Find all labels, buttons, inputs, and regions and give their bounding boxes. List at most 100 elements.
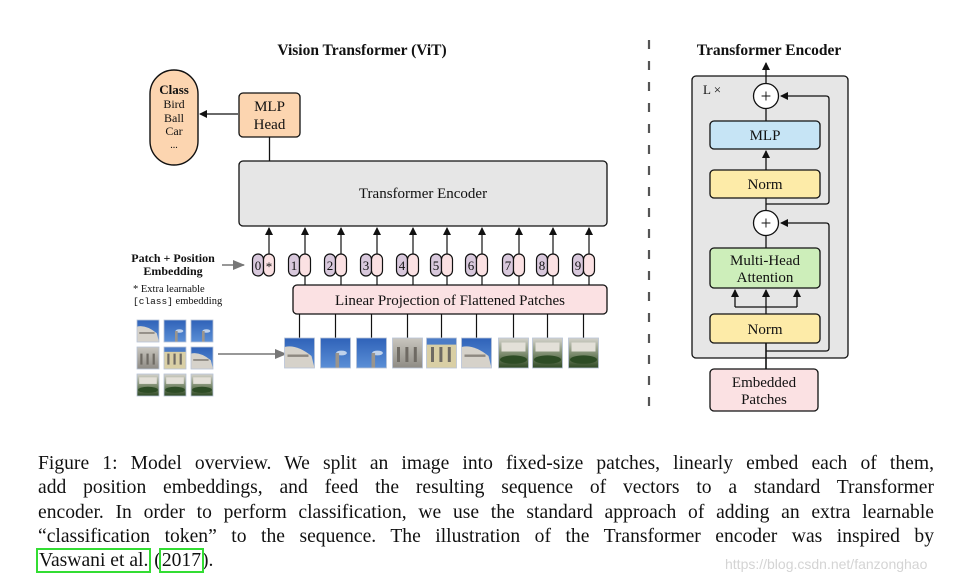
position-index: 6 <box>468 258 475 273</box>
cite-close: ). <box>202 550 214 572</box>
patch-token: 9 <box>571 227 596 285</box>
caption-line: “classification token” to the sequence. … <box>38 525 934 547</box>
patch-token: 1 <box>287 227 312 285</box>
class-output-box: Class Bird Ball Car ... <box>149 69 199 166</box>
image-patch <box>190 346 214 370</box>
patch-embedding <box>406 253 420 277</box>
repeat-label: L × <box>703 82 721 97</box>
class-item: Bird <box>163 97 184 111</box>
image-patch <box>136 346 160 370</box>
image-patch <box>136 373 160 397</box>
class-item: Car <box>165 124 182 138</box>
position-index: 7 <box>505 258 512 273</box>
mlp-head-label: MLP <box>254 99 285 115</box>
norm-block-bottom: Norm <box>709 313 821 344</box>
position-index: 5 <box>433 258 440 273</box>
patch-embedding <box>582 253 596 277</box>
image-patch <box>190 319 214 343</box>
class-heading: Class <box>159 82 189 97</box>
class-item: ... <box>170 140 178 151</box>
norm-label: Norm <box>748 177 783 193</box>
image-patch <box>498 337 529 369</box>
embedding-word: embedding <box>173 296 223 307</box>
citation-author-link[interactable]: Vaswani et al. <box>35 548 152 574</box>
mlp-label: MLP <box>750 128 781 144</box>
multi-head-attention-block: Multi-Head Attention <box>709 247 821 289</box>
class-code: [class] <box>133 296 173 307</box>
vit-title: Vision Transformer (ViT) <box>277 42 446 59</box>
position-index: 9 <box>575 258 582 273</box>
image-patch <box>356 337 387 369</box>
cite-open: ( <box>149 550 161 572</box>
patch-token: 3 <box>359 227 384 285</box>
figure-caption: Figure 1: Model overview. We split an im… <box>35 452 934 574</box>
patch-embedding <box>298 253 312 277</box>
class-token: 0* <box>251 227 276 277</box>
watermark: https://blog.csdn.net/fanzonghao <box>725 556 928 572</box>
embedded-patches-label: Patches <box>741 392 787 408</box>
patch-token: 7 <box>501 227 526 285</box>
mlp-head-label: Head <box>254 117 286 133</box>
linear-projection-box: Linear Projection of Flattened Patches <box>292 284 608 315</box>
transformer-encoder-label: Transformer Encoder <box>359 186 487 202</box>
image-patch <box>532 337 563 369</box>
patch-embedding <box>370 253 384 277</box>
position-index: 3 <box>363 258 370 273</box>
extra-learnable-note: * Extra learnable <box>133 284 205 295</box>
attention-label: Attention <box>737 270 794 286</box>
patch-embedding <box>440 253 454 277</box>
image-patch <box>392 337 423 369</box>
norm-block-top: Norm <box>709 169 821 199</box>
position-index: 0 <box>255 258 262 273</box>
class-embedding-note: [class] embedding <box>133 296 223 307</box>
caption-line: encoder. In order to perform classificat… <box>38 501 934 523</box>
image-patch <box>426 337 457 369</box>
embedded-patches-label: Embedded <box>732 375 797 391</box>
patch-token: 8 <box>535 227 560 285</box>
image-patch <box>461 337 492 369</box>
residual-connection-top <box>766 92 830 205</box>
class-item: Ball <box>164 111 185 125</box>
patch-token: 6 <box>464 227 489 285</box>
patch-token: 2 <box>323 227 348 285</box>
image-patch <box>190 373 214 397</box>
patch-embedding <box>334 253 348 277</box>
citation-year-link[interactable]: 2017 <box>158 548 205 574</box>
patch-embedding <box>475 253 489 277</box>
patch-token: 4 <box>395 227 420 285</box>
image-patch-grid <box>136 319 214 397</box>
add-symbol: + <box>761 214 772 235</box>
figure-diagram: Vision Transformer (ViT) Class Bird Ball… <box>131 40 849 412</box>
encoder-detail-title: Transformer Encoder <box>697 42 842 59</box>
position-index: 2 <box>327 258 334 273</box>
patch-position-label: Embedding <box>143 264 202 278</box>
caption-line: add position embeddings, and feed the re… <box>38 477 934 499</box>
patch-sequence <box>284 314 599 369</box>
caption-line: Figure 1: Model overview. We split an im… <box>38 453 934 474</box>
residual-add-middle: + <box>752 209 780 237</box>
embedded-patches-box: Embedded Patches <box>709 368 819 412</box>
class-token-marker: * <box>266 259 273 274</box>
attention-label: Multi-Head <box>730 253 800 269</box>
image-patch <box>163 373 187 397</box>
patch-position-label: Patch + Position <box>131 251 215 265</box>
residual-add-top: + <box>752 82 780 110</box>
position-index: 1 <box>291 258 298 273</box>
image-patch <box>136 319 160 343</box>
image-patch <box>163 319 187 343</box>
patch-embedding <box>512 253 526 277</box>
add-symbol: + <box>761 87 772 108</box>
position-index: 4 <box>399 258 406 273</box>
patch-token: 5 <box>429 227 454 285</box>
mlp-block: MLP <box>709 120 821 150</box>
image-patch <box>163 346 187 370</box>
image-patch <box>284 337 315 369</box>
linear-projection-label: Linear Projection of Flattened Patches <box>335 293 565 309</box>
patch-embedding <box>546 253 560 277</box>
caption-line-last: Vaswani et al. (2017). <box>35 548 934 574</box>
residual-connection-bottom <box>766 219 830 352</box>
norm-label: Norm <box>748 322 783 338</box>
image-patch <box>568 337 599 369</box>
position-index: 8 <box>539 258 546 273</box>
